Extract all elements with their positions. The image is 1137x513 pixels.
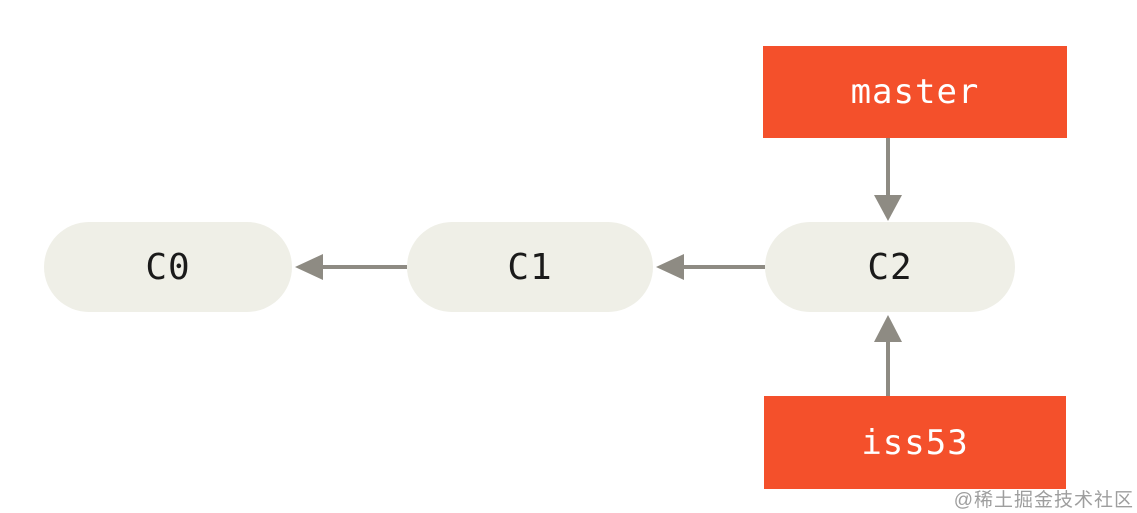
branch-label-iss53: iss53 — [764, 396, 1066, 489]
branch-label-master: master — [763, 46, 1067, 138]
arrow-c2-to-c1 — [656, 254, 765, 280]
arrow-c1-to-c0 — [295, 254, 407, 280]
commit-label: C2 — [867, 246, 913, 288]
commit-label: C1 — [507, 246, 553, 288]
commit-node-c2: C2 — [765, 222, 1015, 312]
commit-node-c0: C0 — [44, 222, 292, 312]
arrow-master-to-c2 — [874, 138, 902, 221]
branch-label: master — [850, 72, 980, 112]
branch-label: iss53 — [861, 422, 969, 463]
watermark: @稀土掘金技术社区 — [953, 490, 1134, 511]
commit-node-c1: C1 — [407, 222, 653, 312]
commit-label: C0 — [145, 246, 191, 288]
arrow-iss53-to-c2 — [874, 315, 902, 396]
